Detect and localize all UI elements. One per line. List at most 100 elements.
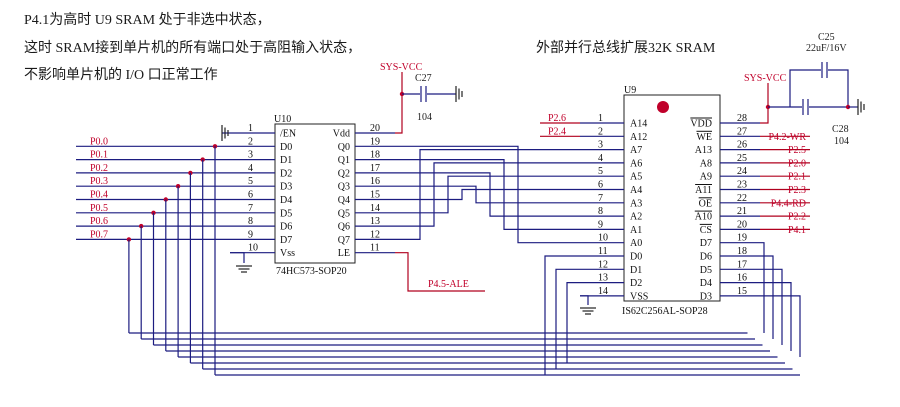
- u9-pin-num-8: 8: [598, 206, 603, 217]
- u10-pin-name-D7: D7: [280, 235, 292, 246]
- u10-pin-name-Q1: Q1: [338, 155, 350, 166]
- u9-pin-name-D2: D2: [630, 278, 642, 289]
- u9-cap-ground-symbol: [857, 99, 865, 115]
- p0-port-label-7: P0.7: [90, 229, 108, 240]
- u9-data-route-2: [566, 282, 580, 363]
- u10-body: [274, 123, 356, 264]
- c28-value: 104: [834, 136, 849, 147]
- u10-vss-route: [230, 252, 245, 263]
- u9-pin-name-A8: A8: [700, 158, 712, 169]
- u9-pin-name-D6: D6: [700, 252, 712, 263]
- latch-addr-route-5: [395, 175, 580, 214]
- c25-value: 22uF/16V: [806, 43, 847, 54]
- p0-port-label-6: P0.6: [90, 216, 108, 227]
- ale-route: [395, 252, 485, 292]
- u9-pin-num-22: 22: [737, 193, 747, 204]
- u9-pin-name-CS: CS: [700, 225, 712, 236]
- u10-pin-name-D6: D6: [280, 222, 292, 233]
- u9-pin-num-26: 26: [737, 140, 747, 151]
- u10-pin-num-17: 17: [370, 163, 380, 174]
- u9-pin-name-D3: D3: [700, 291, 712, 302]
- u10-pin-num-10: 10: [248, 243, 258, 254]
- u9-ref: U9: [624, 85, 636, 96]
- u10-pin-name-D0: D0: [280, 142, 292, 153]
- u9-pin-num-18: 18: [737, 246, 747, 257]
- u9-pin-name-D5: D5: [700, 265, 712, 276]
- u9-pin-num-14: 14: [598, 286, 608, 297]
- u9-vss-route: [580, 295, 589, 305]
- en-ground-symbol: [221, 125, 229, 141]
- u9-data-route-6: [760, 255, 774, 339]
- u9-right-port-2: P2.0: [788, 158, 806, 169]
- p0-port-label-1: P0.1: [90, 150, 108, 161]
- u9-pin-name-VSS: VSS: [630, 291, 648, 302]
- u9-right-port-4: P2.3: [788, 185, 806, 196]
- u10-pin-num-12: 12: [370, 229, 380, 240]
- u9-pin-num-13: 13: [598, 273, 608, 284]
- u9-pin-num-16: 16: [737, 273, 747, 284]
- u10-pin-name-D5: D5: [280, 208, 292, 219]
- u10-pin-name-Q4: Q4: [338, 195, 350, 206]
- u10-pin-num-7: 7: [248, 203, 253, 214]
- u9-body: [623, 94, 721, 302]
- u9-pin-num-20: 20: [737, 219, 747, 230]
- u9-pin-num-15: 15: [737, 286, 747, 297]
- u9-pin-num-11: 11: [598, 246, 608, 257]
- u9-pin-name-A13: A13: [695, 145, 712, 156]
- u9-pin-num-19: 19: [737, 233, 747, 244]
- u9-right-port-0: P4.2-WR: [769, 132, 807, 143]
- u10-pin-num-8: 8: [248, 216, 253, 227]
- u9-part: IS62C256AL-SOP28: [622, 306, 708, 317]
- u10-pin-name-D1: D1: [280, 155, 292, 166]
- u9-pin-name-OE: OE: [699, 198, 712, 209]
- u9-pin-name-A9: A9: [700, 172, 712, 183]
- u10-pin-num-4: 4: [248, 163, 253, 174]
- u10-pin-name-Q3: Q3: [338, 182, 350, 193]
- u9-pin-num-25: 25: [737, 153, 747, 164]
- u9-data-route-0: [544, 255, 580, 375]
- note-external-bus: 外部并行总线扩展32K SRAM: [536, 40, 716, 56]
- u10-pin-num-20: 20: [370, 123, 380, 134]
- u9-pin-num-21: 21: [737, 206, 747, 217]
- u10-pin-num-3: 3: [248, 150, 253, 161]
- u9-pin-num-12: 12: [598, 259, 608, 270]
- c27-ref: C27: [415, 73, 432, 84]
- u10-pin-name-LE: LE: [338, 248, 350, 259]
- u9-data-route-3: [760, 295, 801, 357]
- latch-addr-route-7: [395, 149, 580, 240]
- u9-pin-name-A6: A6: [630, 158, 642, 169]
- u9-pin-name-D0: D0: [630, 252, 642, 263]
- u9-pin-name-WE: WE: [696, 132, 712, 143]
- u9-pin-name-D7: D7: [700, 238, 712, 249]
- u10-pin-name-Q2: Q2: [338, 168, 350, 179]
- u10-pin-num-2: 2: [248, 136, 253, 147]
- u9-pin-num-7: 7: [598, 193, 603, 204]
- latch-addr-route-4: [395, 188, 580, 201]
- u9-pin-name-A5: A5: [630, 172, 642, 183]
- u9-left-port-1: P2.4: [548, 126, 566, 137]
- latch-addr-route-2: [395, 172, 580, 217]
- c25-left-lead: [789, 69, 821, 107]
- u9-pin-name-D4: D4: [700, 278, 712, 289]
- u9-pin-name-A0: A0: [630, 238, 642, 249]
- u10-pin-name-D3: D3: [280, 182, 292, 193]
- u10-pin-name-Q7: Q7: [338, 235, 350, 246]
- latch-addr-route-3: [395, 185, 580, 204]
- note-line-1: P4.1为高时 U9 SRAM 处于非选中状态，: [24, 11, 271, 28]
- u9-data-route-1: [555, 268, 580, 369]
- u10-pin-num-11: 11: [370, 243, 380, 254]
- c27-value: 104: [417, 112, 432, 123]
- u10-pin-num-13: 13: [370, 216, 380, 227]
- u9-data-route-4: [760, 282, 792, 351]
- u9-pin1-marker: [657, 101, 669, 113]
- u9-pin-num-5: 5: [598, 166, 603, 177]
- u10-pin-num-18: 18: [370, 150, 380, 161]
- u10-pin-num-9: 9: [248, 229, 253, 240]
- u10-ground-symbol: [236, 265, 252, 273]
- u10-pin-num-14: 14: [370, 203, 380, 214]
- u10-pin-name-Q5: Q5: [338, 208, 350, 219]
- u10-pin-num-5: 5: [248, 176, 253, 187]
- u10-pin-num-1: 1: [248, 123, 253, 134]
- u9-pin-num-2: 2: [598, 126, 603, 137]
